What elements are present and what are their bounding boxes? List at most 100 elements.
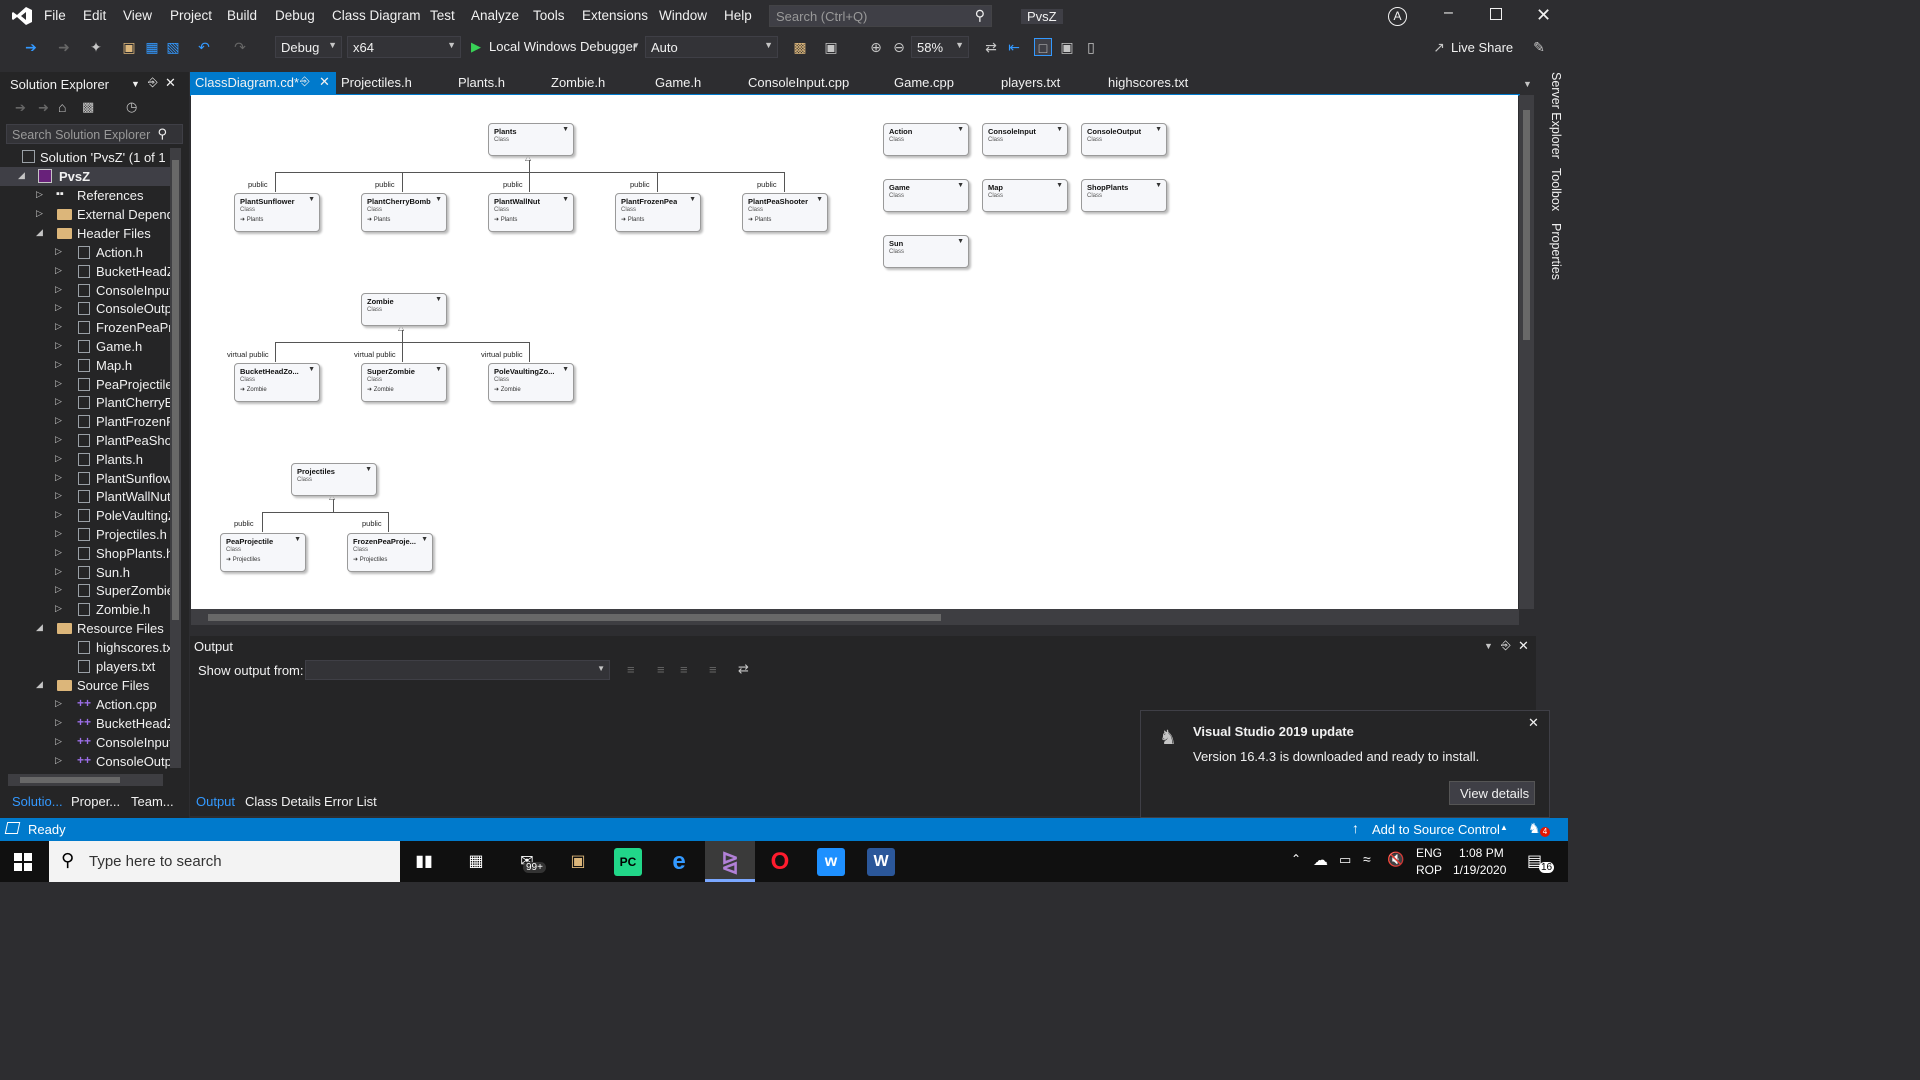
save-icon[interactable]: ▦ <box>145 39 159 55</box>
scrollbar-thumb[interactable] <box>1523 110 1530 340</box>
expand-arrow-icon[interactable]: ▷ <box>55 246 62 256</box>
tab-game-h[interactable]: Game.h <box>655 75 702 90</box>
file-item[interactable]: ▷ConsoleInput <box>0 281 170 300</box>
output-source-dropdown[interactable]: ▼ <box>305 660 610 680</box>
expand-chevron-icon[interactable]: ▼ <box>1155 126 1162 133</box>
file-item[interactable]: ▷FrozenPeaPro <box>0 318 170 337</box>
file-item[interactable]: ▷Zombie.h <box>0 600 170 619</box>
expand-chevron-icon[interactable]: ▼ <box>294 536 301 543</box>
forward-icon[interactable]: ➜ <box>58 39 70 55</box>
menu-edit[interactable]: Edit <box>83 8 107 23</box>
menu-view[interactable]: View <box>123 8 153 23</box>
expand-chevron-icon[interactable]: ▼ <box>1056 182 1063 189</box>
file-item[interactable]: ▷PlantPeaShoo <box>0 431 170 450</box>
word-icon[interactable]: W <box>867 848 895 876</box>
expand-chevron-icon[interactable]: ▼ <box>562 126 569 133</box>
file-item[interactable]: ▷PoleVaultingZ <box>0 506 170 525</box>
file-item[interactable]: ▷PlantCherryB <box>0 393 170 412</box>
pycharm-icon[interactable]: PC <box>614 848 642 876</box>
panel-menu-chevron-down-icon[interactable]: ▼ <box>131 79 140 89</box>
expand-arrow-icon[interactable]: ▷ <box>55 736 62 746</box>
task-view-icon[interactable]: ▮▮ <box>415 853 433 870</box>
toolbox-tab[interactable]: Toolbox <box>1549 168 1563 212</box>
clock-date[interactable]: 1/19/2020 <box>1453 863 1507 877</box>
file-item[interactable]: ▷Plants.h <box>0 450 170 469</box>
se-back-icon[interactable]: ➔ <box>15 100 26 115</box>
file-item[interactable]: ▷Map.h <box>0 356 170 375</box>
taskbar-search-box[interactable]: ⚲ Type here to search <box>49 841 400 882</box>
language-indicator[interactable]: ENG <box>1416 846 1443 860</box>
visual-paradigm-icon[interactable]: w <box>817 848 845 876</box>
file-item[interactable]: ▷++BucketHeadZ <box>0 714 170 733</box>
platform-dropdown[interactable]: x64 ▼ <box>347 36 461 58</box>
menu-window[interactable]: Window <box>659 8 708 23</box>
tab-zombie-h[interactable]: Zombie.h <box>551 75 606 90</box>
header-files-folder[interactable]: ◢ Header Files <box>0 224 170 243</box>
expand-arrow-icon[interactable]: ▷ <box>55 698 62 708</box>
expand-arrow-icon[interactable]: ▷ <box>55 415 62 426</box>
zoom-out-icon[interactable]: ⊖ <box>893 39 905 55</box>
file-item[interactable]: ▷++Action.cpp <box>0 695 170 714</box>
view-details-button[interactable]: View details <box>1449 781 1535 805</box>
class-shape-super-zombie[interactable]: SuperZombie Class ➜ Zombie ▼ <box>361 363 447 402</box>
menu-file[interactable]: File <box>44 8 66 23</box>
clock-time[interactable]: 1:08 PM <box>1459 846 1504 860</box>
class-shape-console-output[interactable]: ConsoleOutput Class ▼ <box>1081 123 1167 156</box>
switch-views-icon[interactable]: ▩ <box>82 99 95 114</box>
tab-properties[interactable]: Proper... <box>71 794 121 809</box>
expand-chevron-icon[interactable]: ▼ <box>1056 126 1063 133</box>
class-shape-plant-wall-nut[interactable]: PlantWallNut Class ➜ Plants ▼ <box>488 193 574 232</box>
file-item[interactable]: highscores.tx <box>0 638 170 657</box>
expand-chevron-icon[interactable]: ▼ <box>957 126 964 133</box>
account-avatar[interactable]: A <box>1388 7 1407 26</box>
class-diagram-canvas[interactable]: △ public public public public public △ v… <box>191 95 1518 609</box>
file-item[interactable]: ▷++ConsoleInput <box>0 733 170 752</box>
expand-arrow-icon[interactable]: ▷ <box>55 471 62 482</box>
class-shape-pole-vaulting-zombie[interactable]: PoleVaultingZo... Class ➜ Zombie ▼ <box>488 363 574 402</box>
close-tab-icon[interactable]: ✕ <box>319 74 330 89</box>
menu-help[interactable]: Help <box>724 8 752 23</box>
expand-chevron-icon[interactable]: ▼ <box>435 196 442 203</box>
expand-chevron-icon[interactable]: ▼ <box>421 536 428 543</box>
server-explorer-tab[interactable]: Server Explorer <box>1549 72 1563 159</box>
tab-error-list[interactable]: Error List <box>324 794 377 809</box>
expand-arrow-icon[interactable]: ▷ <box>55 755 62 765</box>
debugger-chevron-down-icon[interactable]: ▼ <box>632 41 640 50</box>
tab-game-cpp[interactable]: Game.cpp <box>894 75 954 90</box>
se-forward-icon[interactable]: ➜ <box>38 100 49 115</box>
action-center-icon[interactable]: ▤ <box>1527 853 1543 870</box>
class-shape-shop-plants[interactable]: ShopPlants Class ▼ <box>1081 179 1167 212</box>
expand-arrow-icon[interactable]: ▷ <box>55 321 62 332</box>
class-shape-projectiles[interactable]: Projectiles Class ▼ <box>291 463 377 496</box>
configuration-dropdown[interactable]: Debug ▼ <box>275 36 342 58</box>
tab-players-txt[interactable]: players.txt <box>1001 75 1061 90</box>
menu-test[interactable]: Test <box>430 8 455 23</box>
expand-arrow-icon[interactable]: ▷ <box>55 452 62 463</box>
zoom-in-icon[interactable]: ⊕ <box>870 39 882 55</box>
undo-icon[interactable]: ↶ <box>198 39 210 55</box>
notifications-bell-icon[interactable]: ♞ <box>1528 820 1541 836</box>
tab-class-diagram[interactable]: ClassDiagram.cd* ⎆ ✕ <box>190 72 336 94</box>
feedback-icon[interactable]: ✎ <box>1533 39 1545 55</box>
pin-icon[interactable]: ⎆ <box>1501 638 1511 652</box>
properties-tab[interactable]: Properties <box>1549 223 1563 280</box>
horizontal-scrollbar[interactable] <box>8 774 163 786</box>
opera-icon[interactable]: O <box>770 848 790 875</box>
pin-icon[interactable]: ⎆ <box>300 74 310 88</box>
diagram-horizontal-scrollbar[interactable] <box>191 609 1519 625</box>
expand-chevron-icon[interactable]: ▼ <box>562 366 569 373</box>
expand-chevron-icon[interactable]: ▼ <box>1155 182 1162 189</box>
open-folder-icon[interactable]: ▣ <box>122 39 136 55</box>
file-item[interactable]: ▷++ConsoleOutp <box>0 752 170 771</box>
tab-plants-h[interactable]: Plants.h <box>458 75 505 90</box>
expand-chevron-icon[interactable]: ▼ <box>435 296 442 303</box>
start-debug-icon[interactable]: ▶ <box>471 39 481 54</box>
expand-arrow-icon[interactable]: ▷ <box>55 302 62 313</box>
tab-projectiles-h[interactable]: Projectiles.h <box>341 75 412 90</box>
class-shape-map[interactable]: Map Class ▼ <box>982 179 1068 212</box>
display-type-icon[interactable]: □ <box>1034 38 1052 56</box>
close-panel-icon[interactable]: ✕ <box>1518 638 1529 653</box>
restore-button[interactable] <box>1490 8 1502 20</box>
keyboard-layout-indicator[interactable]: ROP <box>1416 863 1443 877</box>
live-share-button[interactable]: Live Share <box>1451 40 1514 55</box>
